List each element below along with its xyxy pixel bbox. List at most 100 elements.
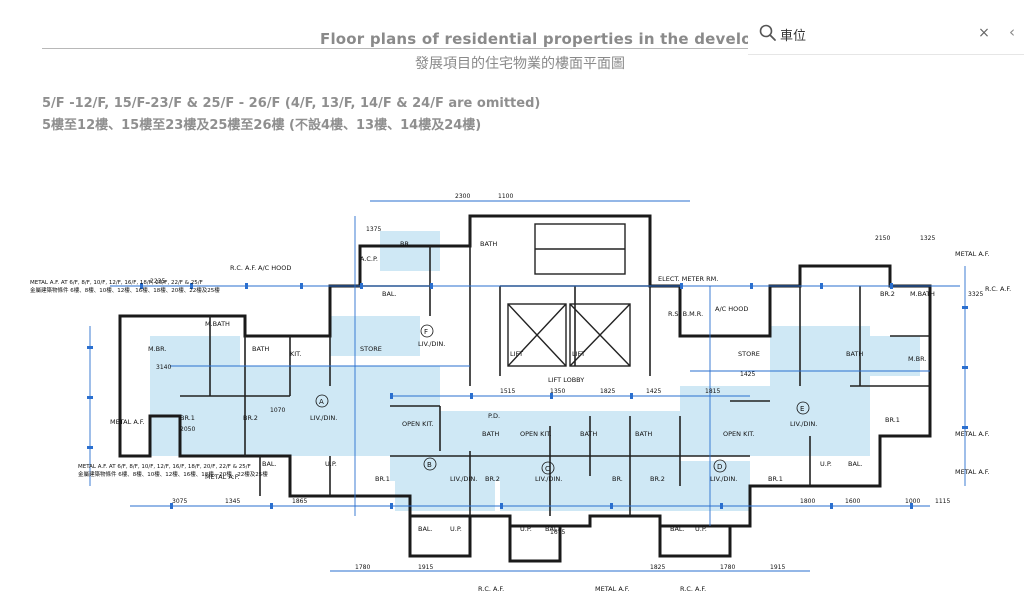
dim-label: 1825 [650, 564, 665, 571]
dim-label: 1375 [366, 226, 381, 233]
dim-label: 1780 [355, 564, 370, 571]
room-label: BATH [635, 430, 652, 438]
room-label: A/C HOOD [258, 264, 291, 272]
room-label: M.BATH [910, 290, 935, 298]
room-label: A/C HOOD [715, 305, 748, 313]
room-label: M.BATH [205, 320, 230, 328]
dim-label: 2050 [180, 426, 195, 433]
dim-label: 1800 [800, 498, 815, 505]
dim-label: 1915 [770, 564, 785, 571]
page-title-en: Floor plans of residential properties in… [320, 30, 808, 48]
room-label: STORE [738, 350, 760, 358]
floors-caption-zh: 5樓至12樓、15樓至23樓及25樓至26樓 (不設4樓、13樓、14樓及24樓… [42, 118, 482, 133]
dimension-values: 2300 1100 1375 2235 3140 2050 1515 1350 … [150, 193, 983, 571]
unit-marker-e: E [800, 405, 804, 413]
dim-label: 1825 [600, 388, 615, 395]
room-label: BR.2 [650, 475, 665, 483]
unit-marker-a: A [319, 398, 324, 406]
dim-label: 1675 [550, 529, 565, 536]
room-label: LIV./DIN. [535, 475, 562, 483]
dim-label: 2300 [455, 193, 470, 200]
room-label: BAL. [262, 460, 277, 468]
search-panel: × ‹ [748, 14, 1024, 55]
room-label: METAL A.F. [955, 250, 989, 258]
dim-label: 3140 [156, 364, 171, 371]
dim-label: 1425 [740, 371, 755, 378]
dim-label: 2235 [150, 278, 165, 285]
room-label: BATH [252, 345, 269, 353]
room-label: M.BR. [148, 345, 166, 353]
note-metal-af-en-2: METAL A.F. AT 6/F, 8/F, 10/F, 12/F, 16/F… [78, 464, 251, 470]
room-label: METAL A.F. [955, 430, 989, 438]
floors-caption-en: 5/F -12/F, 15/F-23/F & 25/F - 26/F (4/F,… [42, 96, 541, 111]
room-label: LIFT LOBBY [548, 376, 584, 384]
room-label: BR. [400, 240, 411, 248]
room-label: LIV./DIN. [310, 414, 337, 422]
dim-label: 1425 [646, 388, 661, 395]
room-label: BAL. [545, 525, 560, 533]
dim-label: 1325 [920, 235, 935, 242]
room-label: BATH [480, 240, 497, 248]
chevron-left-icon[interactable]: ‹ [1009, 23, 1015, 41]
room-label: OPEN KIT. [723, 430, 755, 438]
room-label: METAL A.F. [955, 468, 989, 476]
room-label: R.S. B.M.R. [668, 310, 703, 318]
dim-label: 1345 [225, 498, 240, 505]
room-label: BAL. [670, 525, 685, 533]
room-label: BR.2 [485, 475, 500, 483]
room-label: METAL A.F. [110, 418, 144, 426]
note-metal-af-en: METAL A.F. AT 6/F, 8/F, 10/F, 12/F, 16/F… [30, 280, 203, 286]
room-label: BR. [612, 475, 623, 483]
room-label: LIV./DIN. [790, 420, 817, 428]
dim-label: 1115 [935, 498, 950, 505]
room-label: BAL. [382, 290, 397, 298]
room-label: LIV./DIN. [710, 475, 737, 483]
floor-plan-drawing: 2300 1100 1375 2235 3140 2050 1515 1350 … [30, 186, 1024, 600]
dim-label: 2150 [875, 235, 890, 242]
note-metal-af-zh-2: 金屬建築物條件 6樓、8樓、10樓、12樓、16樓、18樓、20樓、22樓及25… [78, 470, 268, 478]
side-notes: METAL A.F. AT 6/F, 8/F, 10/F, 12/F, 16/F… [30, 280, 268, 478]
unit-marker-c: C [545, 465, 550, 473]
room-label: BR.1 [768, 475, 783, 483]
room-label: LIFT [510, 350, 523, 358]
room-label: BATH [580, 430, 597, 438]
dim-label: 1515 [500, 388, 515, 395]
dim-label: 1070 [270, 407, 285, 414]
dimension-ticks [87, 283, 968, 509]
room-label: M.BR. [908, 355, 926, 363]
search-input[interactable] [780, 24, 970, 44]
room-label: LIFT [572, 350, 585, 358]
room-label: BR.2 [880, 290, 895, 298]
building-walls [118, 214, 932, 563]
unit-floor-areas [150, 231, 920, 511]
unit-marker-d: D [717, 463, 722, 471]
room-label: U.P. [450, 525, 462, 533]
room-label: LIV./DIN. [418, 340, 445, 348]
room-label: BAL. [848, 460, 863, 468]
room-label: R.C. A.F. [230, 264, 256, 272]
room-label: OPEN KIT. [520, 430, 552, 438]
room-label: U.P. [325, 460, 337, 468]
dim-label: 1100 [498, 193, 513, 200]
room-label: U.P. [820, 460, 832, 468]
lift-shafts [507, 223, 631, 367]
room-label: KIT. [290, 350, 301, 358]
room-label: BAL. [418, 525, 433, 533]
dim-label: 1865 [292, 498, 307, 505]
title-divider [42, 48, 748, 49]
room-label: P.D. [488, 412, 500, 420]
dim-label: 1600 [845, 498, 860, 505]
dim-label: 1000 [905, 498, 920, 505]
unit-markers: A B C D E F [315, 324, 810, 475]
search-icon [758, 23, 778, 43]
room-label: STORE [360, 345, 382, 353]
close-icon[interactable]: × [978, 25, 990, 41]
room-label: R.C. A.F. [985, 285, 1011, 293]
room-label: BR.1 [885, 416, 900, 424]
room-label: LIV./DIN. [450, 475, 477, 483]
note-metal-af-zh: 金屬建築物條件 6樓、8樓、10樓、12樓、16樓、18樓、20樓、22樓及25… [30, 286, 220, 294]
room-label: R.C. A.F. [680, 585, 706, 593]
room-label: ELECT. METER RM. [658, 275, 718, 283]
page-title-zh: 發展項目的住宅物業的樓面平面圖 [415, 56, 625, 72]
room-label: BR.1 [375, 475, 390, 483]
